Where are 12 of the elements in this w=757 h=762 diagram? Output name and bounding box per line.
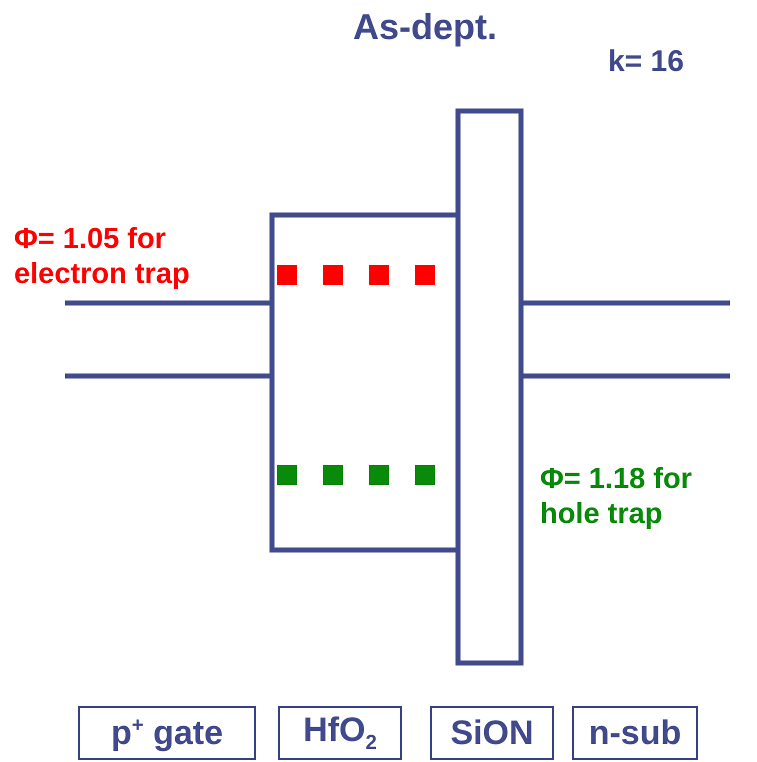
layer-name: HfO$_{2}$ (303, 711, 377, 755)
label: Φ= 1.05 for electron trap (14, 222, 191, 292)
label: Φ= 1.18 for hole trap (540, 462, 693, 532)
layer-label-box (78, 706, 256, 760)
layer-label-box (278, 706, 402, 760)
layer-label-box (572, 706, 698, 760)
layer-name: SiON (450, 714, 534, 752)
label: k= 16 (608, 44, 685, 80)
title: As-dept. (352, 6, 498, 48)
layer-name: n-sub (588, 714, 682, 752)
layer-name: p$^{+}$ gate (110, 714, 224, 752)
layer-label-box (430, 706, 554, 760)
